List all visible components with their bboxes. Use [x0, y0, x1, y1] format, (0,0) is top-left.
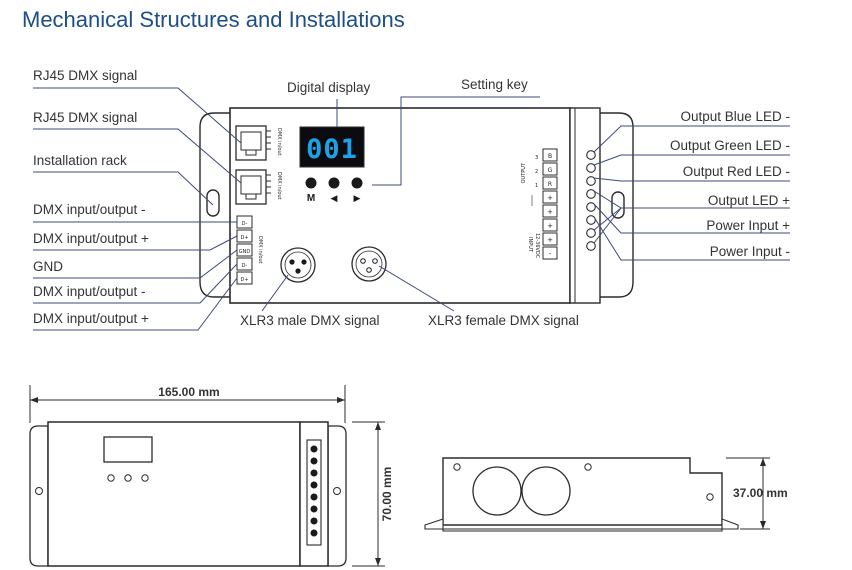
label-output-red: Output Red LED - — [683, 164, 790, 179]
left-mount-slot — [206, 189, 220, 217]
left-leaders — [33, 87, 242, 331]
xlr-male-connector — [280, 247, 316, 283]
terminal-label: D+ — [240, 235, 248, 241]
terminal-label: G — [548, 167, 553, 174]
terminal-label: + — [547, 208, 553, 216]
right-mount-slot — [611, 191, 625, 219]
terminal-label: - — [549, 250, 552, 258]
label-gnd: GND — [33, 259, 63, 274]
output-number: 1 — [535, 183, 538, 189]
label-dmx-minus-2: DMX input/output - — [33, 284, 146, 299]
input-caption: INPUT — [527, 237, 533, 253]
label-dmx-minus-1: DMX input/output - — [33, 202, 146, 217]
terminal-label: + — [547, 194, 553, 202]
terminal-label: + — [547, 222, 553, 230]
key-right-label: ▶ — [354, 194, 361, 204]
input-voltage: 12-36VDC — [534, 233, 540, 259]
terminal-label: GND — [239, 249, 251, 255]
label-setting-key: Setting key — [461, 77, 528, 92]
label-power-plus: Power Input + — [706, 218, 790, 233]
rj45-caption-2: DMX in/out — [276, 172, 282, 200]
label-installation-rack: Installation rack — [33, 153, 127, 168]
key-left[interactable] — [328, 177, 340, 189]
device-top-view: DMX in/out DMX in/out 001 M ◀ ▶ D- D+ GN… — [199, 107, 634, 304]
page-title: Mechanical Structures and Installations — [22, 7, 405, 32]
dimension-top-view — [29, 385, 385, 567]
terminal-label: + — [547, 236, 553, 244]
right-terminal-block: B G R + + + + - 3 2 1 OUTPUT INPUT 12-36… — [521, 148, 558, 260]
leader-setting-key — [372, 96, 540, 186]
terminal-label: D+ — [240, 277, 248, 283]
output-number: 3 — [535, 155, 538, 161]
label-digital-display: Digital display — [287, 80, 371, 95]
leader-xlr-female — [378, 265, 455, 312]
label-rj45-2: RJ45 DMX signal — [33, 110, 137, 125]
label-output-led-plus: Output LED + — [708, 193, 790, 208]
label-output-blue: Output Blue LED - — [680, 109, 790, 124]
dimension-side-view — [424, 457, 770, 532]
left-terminal-caption: DMX in/out — [257, 236, 263, 264]
wire-holes — [586, 150, 596, 251]
output-caption: OUTPUT — [521, 162, 527, 183]
terminal-label: D- — [242, 263, 248, 269]
rj45-port-1 — [235, 125, 271, 161]
rj45-caption-1: DMX in/out — [276, 128, 282, 156]
key-m-label: M — [307, 193, 315, 204]
xlr-female-connector — [351, 246, 387, 282]
digital-display — [299, 126, 365, 168]
label-dmx-plus-2: DMX input/output + — [33, 311, 149, 326]
label-rj45-1: RJ45 DMX signal — [33, 68, 137, 83]
label-output-green: Output Green LED - — [670, 138, 790, 153]
terminal-label: B — [548, 153, 552, 160]
key-left-label: ◀ — [331, 194, 338, 204]
dimension-height: 70.00 mm — [380, 467, 394, 522]
label-xlr-male: XLR3 male DMX signal — [240, 313, 380, 328]
dimension-depth: 37.00 mm — [733, 486, 788, 500]
terminal-label: D- — [242, 221, 248, 227]
leader-xlr-male — [261, 274, 289, 312]
left-terminal-block: D- D+ GND D- D+ DMX in/out — [236, 215, 263, 285]
key-right[interactable] — [351, 177, 363, 189]
label-power-minus: Power Input - — [710, 244, 790, 259]
label-xlr-female: XLR3 female DMX signal — [428, 313, 579, 328]
rj45-port-2 — [235, 169, 271, 205]
terminal-label: R — [548, 181, 552, 188]
output-number: 2 — [535, 169, 538, 175]
right-leaders — [593, 125, 790, 261]
label-dmx-plus-1: DMX input/output + — [33, 231, 149, 246]
key-m[interactable] — [305, 177, 317, 189]
display-digits: 001 — [306, 134, 358, 165]
dimension-width: 165.00 mm — [158, 385, 219, 399]
